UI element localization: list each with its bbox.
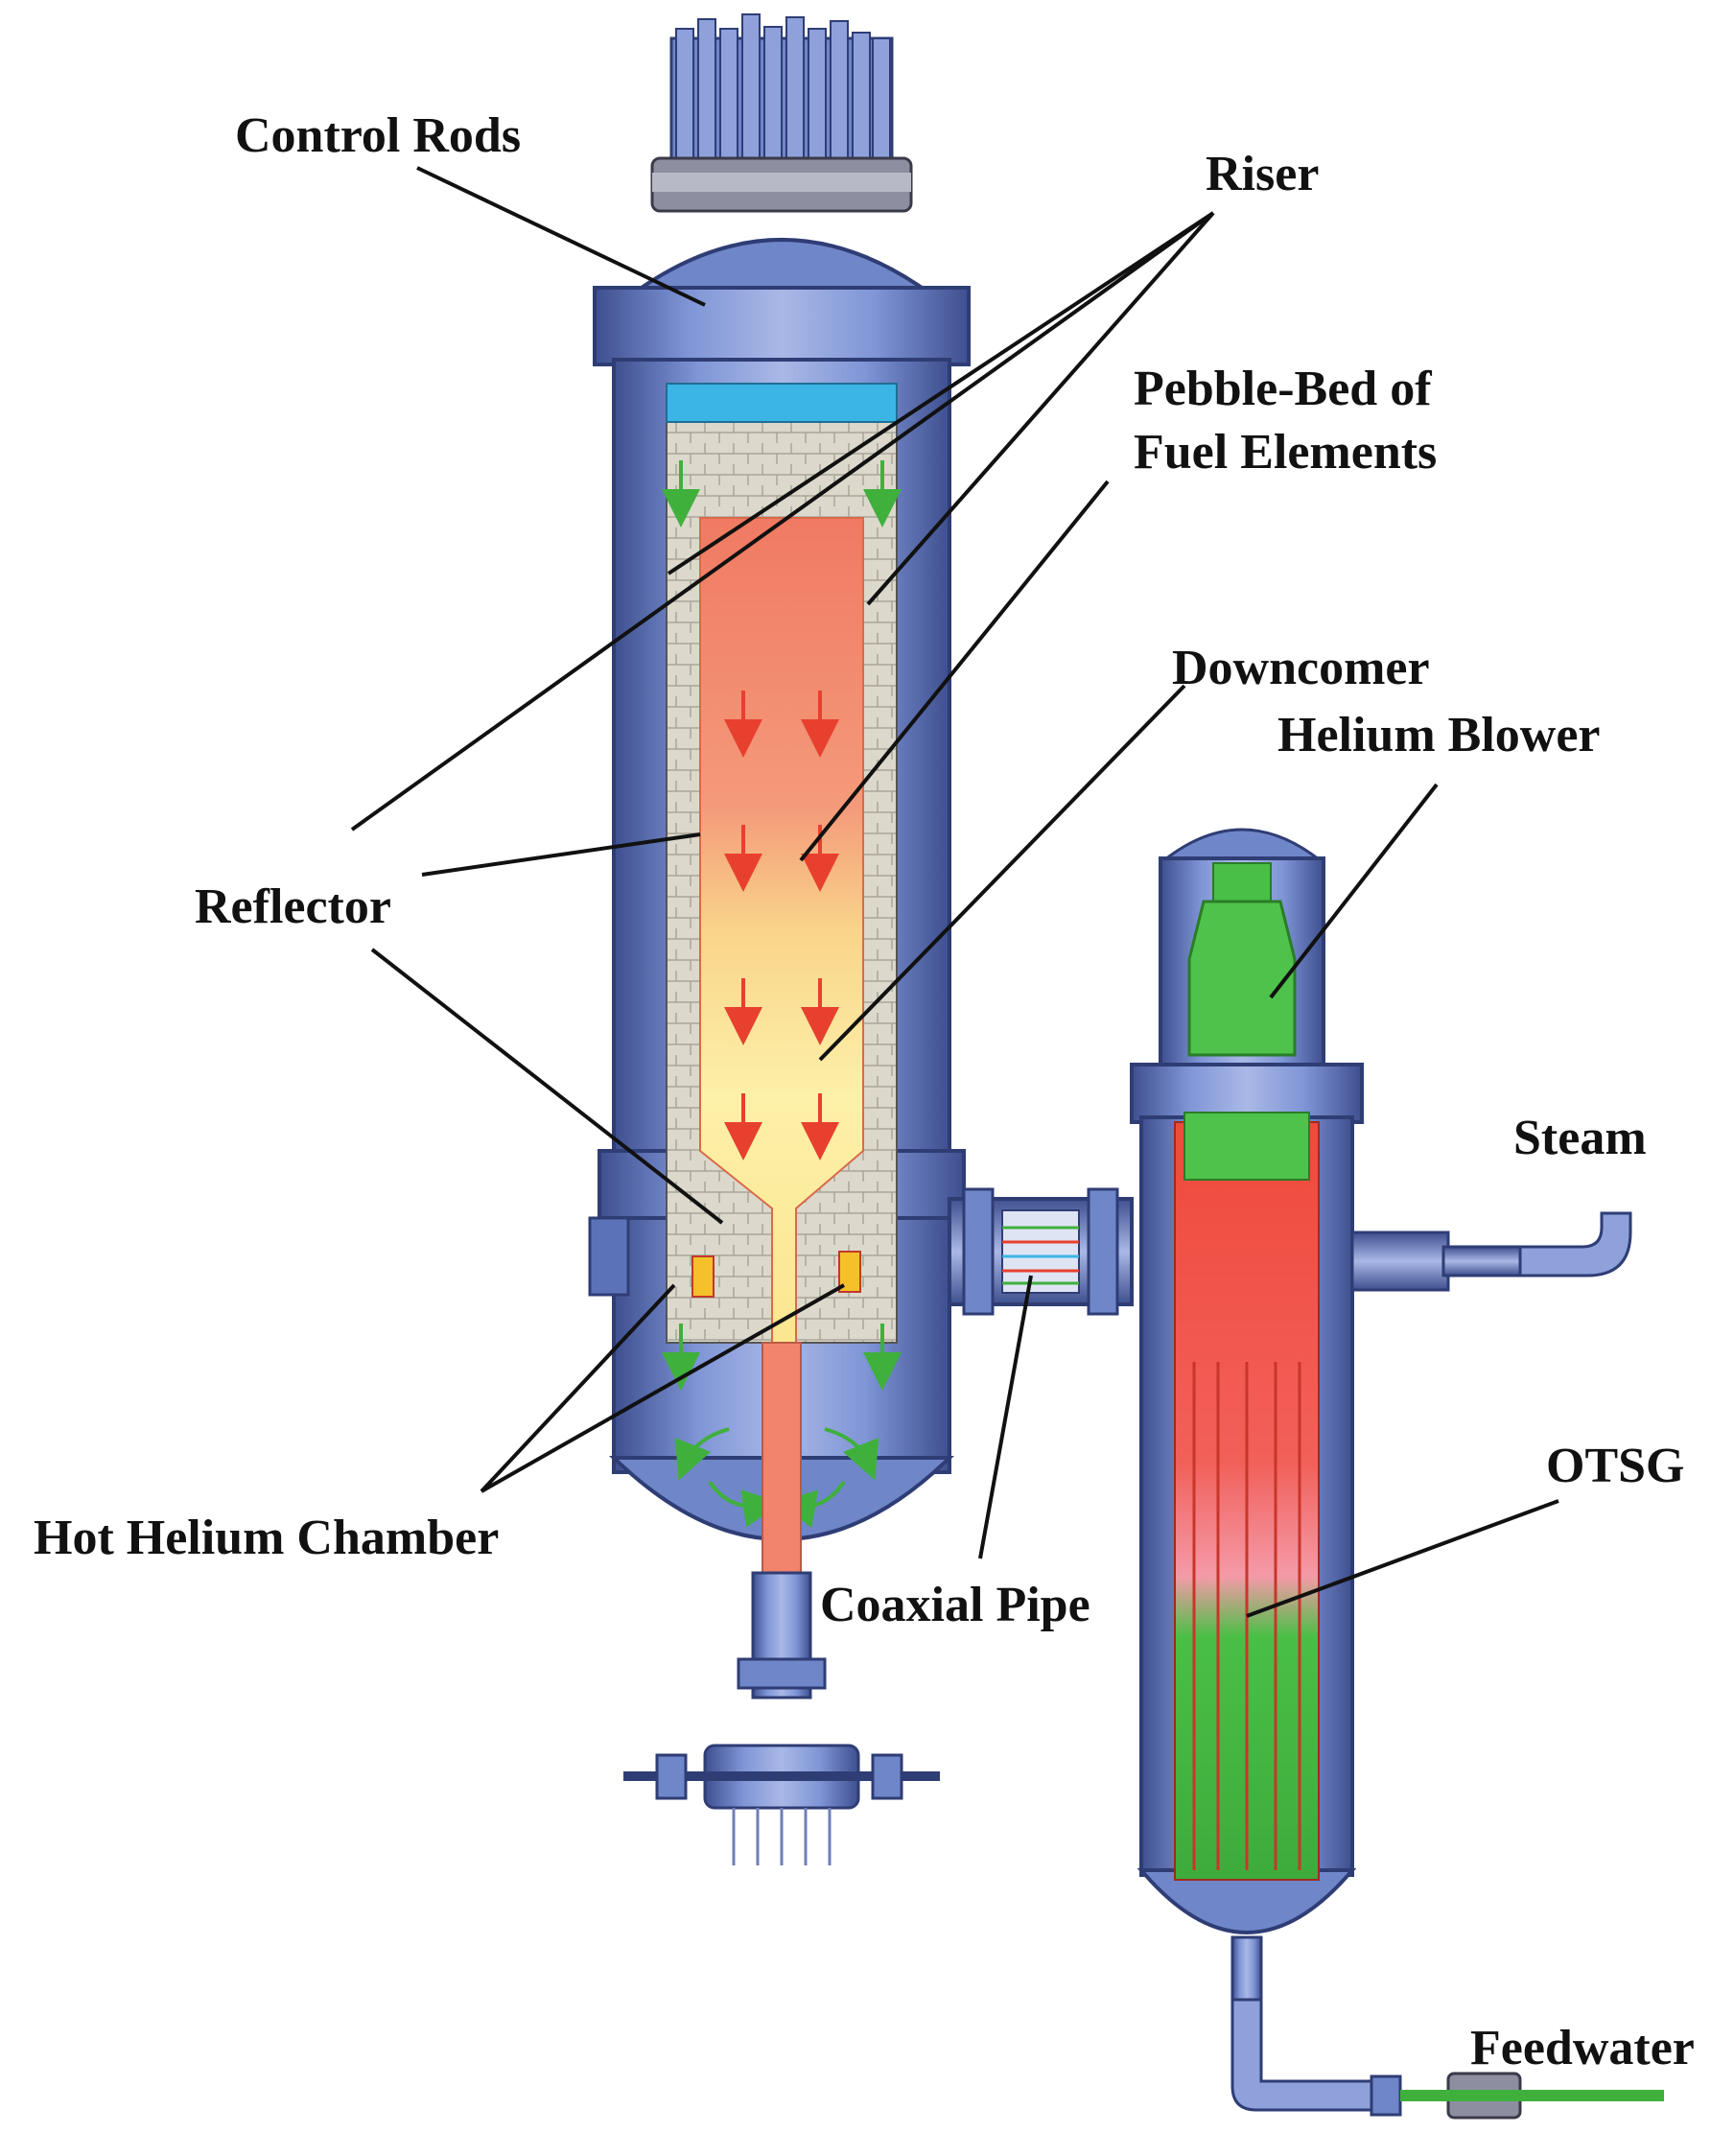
label-steam: Steam — [1513, 1111, 1647, 1165]
label-coaxial-pipe: Coaxial Pipe — [820, 1578, 1090, 1632]
label-control-rods: Control Rods — [235, 108, 521, 163]
label-otsg: OTSG — [1546, 1439, 1685, 1493]
label-pebble-bed-line1: Pebble-Bed of — [1134, 362, 1432, 416]
label-pebble-bed-line2: Fuel Elements — [1134, 425, 1437, 480]
helium-blower — [1187, 862, 1297, 1057]
control-rod-drives — [650, 13, 913, 213]
label-helium-blower: Helium Blower — [1277, 708, 1601, 762]
label-reflector: Reflector — [195, 879, 391, 934]
label-downcomer: Downcomer — [1172, 641, 1430, 695]
reactor-vessel — [588, 13, 971, 1865]
coaxial-pipe — [948, 1187, 1134, 1316]
label-riser: Riser — [1206, 147, 1319, 201]
leader-lines — [350, 166, 1559, 1618]
label-feedwater: Feedwater — [1470, 2021, 1695, 2075]
steam-generator-vessel — [1130, 828, 1664, 2120]
label-hot-helium-chamber: Hot Helium Chamber — [34, 1511, 499, 1565]
labels: Control Rods Riser Pebble-Bed of Fuel El… — [34, 108, 1695, 2075]
